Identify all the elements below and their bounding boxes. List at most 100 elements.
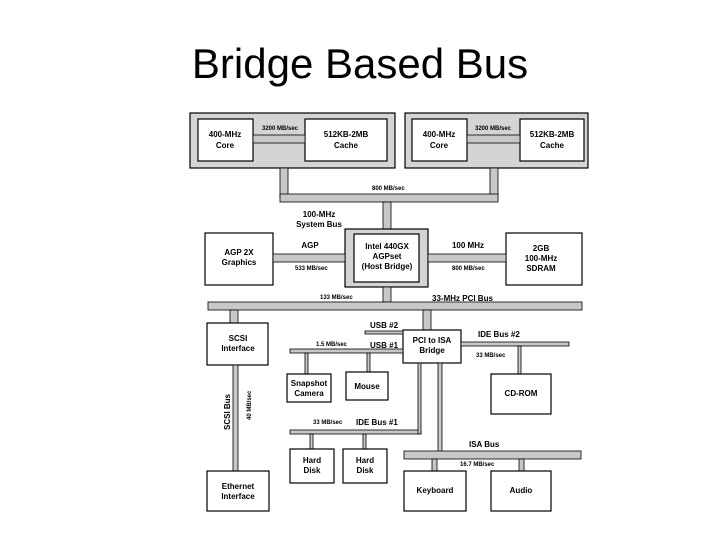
ide-bus-2-line — [460, 341, 570, 347]
scsi-interface-label-2: Interface — [221, 344, 255, 353]
memory-mhz-label: 100 MHz — [452, 241, 484, 250]
snapshot-camera-label-2: Camera — [294, 389, 324, 398]
ide-disk1-drop — [309, 433, 314, 450]
memory-link — [427, 253, 507, 263]
system-bus-speed: 800 MB/sec — [372, 186, 405, 192]
pci-isa-bridge-box — [402, 329, 462, 364]
pci-bus-speed: 133 MB/sec — [320, 295, 353, 301]
cpu-right-cache-link — [466, 134, 521, 144]
scsi-interface-label-1: SCSI — [229, 334, 248, 343]
pci-isa-bridge-label-2: Bridge — [419, 346, 445, 355]
host-bridge-box — [353, 233, 420, 283]
agp-link — [272, 253, 346, 263]
memory-box-label-1: 2GB — [533, 244, 550, 253]
cpu-left-core-box — [197, 118, 254, 162]
isa-bus-bar — [403, 450, 582, 460]
pci-isa-bridge-label-1: PCI to ISA — [413, 336, 452, 345]
usb1-line — [289, 348, 404, 354]
isa-bridge-pci-drop — [422, 309, 432, 331]
usb2-label: USB #2 — [370, 321, 399, 330]
hard-disk-2-label-1: Hard — [356, 456, 374, 465]
cpu-left-core-label-1: 400-MHz — [209, 130, 241, 139]
ethernet-label-2: Interface — [221, 492, 255, 501]
host-bridge-label-1: Intel 440GX — [365, 242, 409, 251]
memory-box-label-3: SDRAM — [526, 264, 556, 273]
hard-disk-1-box — [289, 448, 335, 484]
cpu-left-speed: 3200 MB/sec — [262, 126, 299, 132]
audio-label: Audio — [510, 486, 533, 495]
agp-label: AGP — [301, 241, 319, 250]
cpu-left-cache-box — [304, 118, 388, 162]
cpu-left-drop — [279, 167, 289, 199]
memory-box-label-2: 100-MHz — [525, 254, 557, 263]
system-bus-bar — [279, 193, 499, 203]
mouse-label: Mouse — [354, 382, 380, 391]
snapshot-camera-label-1: Snapshot — [291, 379, 328, 388]
agp-graphics-label-1: AGP 2X — [224, 248, 254, 257]
host-bridge-label-2: AGPset — [373, 252, 402, 261]
isa-riser — [437, 362, 443, 456]
hard-disk-1-label-1: Hard — [303, 456, 321, 465]
bridge-pci-stem — [382, 286, 392, 303]
memory-box — [505, 232, 583, 286]
usb1-speed: 1.5 MB/sec — [316, 342, 348, 348]
system-bus-label-1: 100-MHz — [303, 210, 335, 219]
cpu-right-core-label-1: 400-MHz — [423, 130, 455, 139]
snapshot-camera-box — [286, 373, 332, 403]
usb1-mouse-drop — [366, 352, 371, 375]
isa-audio-drop — [518, 458, 525, 472]
system-bus-label-2: System Bus — [296, 220, 342, 229]
ide-bus-2-label: IDE Bus #2 — [478, 330, 520, 339]
ethernet-label-1: Ethernet — [222, 482, 255, 491]
hard-disk-2-box — [342, 448, 388, 484]
usb2-line — [364, 330, 404, 335]
hard-disk-2-label-2: Disk — [357, 466, 374, 475]
ide-bus-1-speed: 33 MB/sec — [313, 420, 343, 426]
cdrom-box — [490, 373, 552, 415]
cpu-right-cache-box — [519, 118, 585, 162]
agp-graphics-label-2: Graphics — [222, 258, 257, 267]
cpu-left-cache-link — [252, 134, 306, 144]
pci-bus-label: 33-MHz PCI Bus — [432, 294, 493, 303]
cpu-right-drop — [489, 167, 499, 199]
cdrom-drop — [517, 345, 522, 375]
mouse-box — [345, 371, 389, 401]
cpu-left-core-label-2: Core — [216, 141, 235, 150]
cpu-left-cache-label-2: Cache — [334, 141, 359, 150]
cpu-right-core-label-2: Core — [430, 141, 449, 150]
cpu-right-speed: 3200 MB/sec — [475, 126, 512, 132]
host-bridge-label-3: (Host Bridge) — [362, 262, 413, 271]
ethernet-interface-box — [206, 470, 270, 512]
cpu-left-cache-label-1: 512KB-2MB — [324, 130, 369, 139]
hard-disk-1-label-2: Disk — [304, 466, 321, 475]
agp-speed: 533 MB/sec — [295, 266, 328, 272]
usb1-label: USB #1 — [370, 341, 399, 350]
system-bus-stem — [382, 201, 392, 230]
isa-keyboard-drop — [431, 458, 438, 472]
ide-bus-2-speed: 33 MB/sec — [476, 353, 506, 359]
cpu-right-core-box — [411, 118, 468, 162]
ide-bus-1-riser — [417, 362, 422, 435]
cdrom-label: CD-ROM — [505, 389, 538, 398]
usb1-camera-drop — [304, 352, 309, 375]
scsi-bus-line — [232, 364, 239, 473]
pci-bus-bar — [207, 301, 583, 311]
agp-graphics-box — [204, 232, 274, 286]
ide-disk2-drop — [362, 433, 367, 450]
audio-box — [490, 470, 552, 512]
scsi-bus-label: SCSI Bus — [223, 393, 232, 430]
ide-bus-1-line — [289, 429, 422, 435]
cpu-right-cache-label-2: Cache — [540, 141, 565, 150]
memory-speed: 800 MB/sec — [452, 266, 485, 272]
isa-bus-speed: 16.7 MB/sec — [460, 462, 495, 468]
scsi-interface-box — [206, 322, 269, 366]
keyboard-label: Keyboard — [417, 486, 454, 495]
keyboard-box — [403, 470, 467, 512]
page-title: Bridge Based Bus — [191, 40, 529, 87]
ide-bus-1-label: IDE Bus #1 — [356, 418, 398, 427]
isa-bus-label: ISA Bus — [469, 440, 500, 449]
scsi-bus-speed: 40 MB/sec — [247, 390, 253, 420]
cpu-right-cache-label-1: 512KB-2MB — [530, 130, 575, 139]
scsi-pci-drop — [229, 309, 239, 324]
